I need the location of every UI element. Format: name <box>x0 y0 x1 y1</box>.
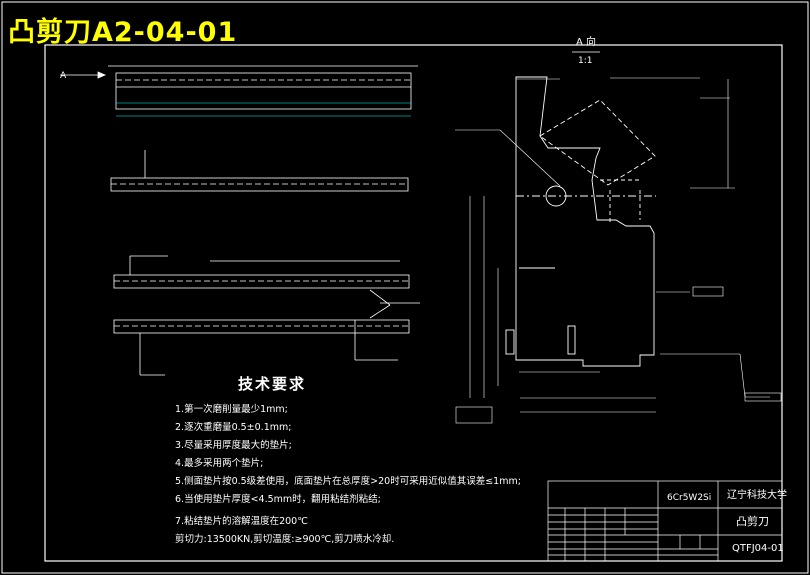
tech-req-item: 6.当使用垫片厚度<4.5mm时，翻用粘结剂粘结; <box>175 494 381 505</box>
inner-border <box>44 44 783 562</box>
school-name: 辽宁科技大学 <box>727 488 787 501</box>
tech-req-item: 5.侧面垫片按0.5级差使用，底面垫片在总厚度>20时可采用近似值其误差≤1mm… <box>175 476 521 487</box>
tolerance-frame-3 <box>455 406 493 424</box>
view-label: A 向 <box>576 35 596 48</box>
view-arrow-label: A <box>60 71 67 81</box>
view-scale: 1:1 <box>578 56 592 66</box>
tech-req-item: 7.粘结垫片的溶解温度在200℃ <box>175 516 308 527</box>
tolerance-frame-2 <box>692 286 724 297</box>
top-view <box>60 65 418 117</box>
tolerance-frame <box>744 392 782 402</box>
section-view <box>505 76 656 367</box>
tech-req-item: 2.逐次重磨量0.5±0.1mm; <box>175 422 292 433</box>
section-dimensions <box>455 77 770 413</box>
tech-req-item: 3.尽量采用厚度最大的垫片; <box>175 440 292 451</box>
title-block <box>547 480 783 562</box>
front-view <box>110 150 409 192</box>
tech-req-item: 剪切力:13500KN,剪切温度:≥900℃,剪刀喷水冷却. <box>175 534 395 545</box>
side-views <box>113 255 420 376</box>
drawing-title: 凸剪刀A2-04-01 <box>8 17 238 48</box>
part-name: 凸剪刀 <box>736 514 769 528</box>
tech-req-item: 1.第一次磨削量最少1mm; <box>175 404 288 415</box>
tech-req-item: 4.最多采用两个垫片; <box>175 458 264 469</box>
tech-req-heading: 技术要求 <box>238 375 307 393</box>
material-text: 6Cr5W2Si <box>667 493 711 503</box>
drawing-code: QTFJ04-01 <box>732 543 784 554</box>
